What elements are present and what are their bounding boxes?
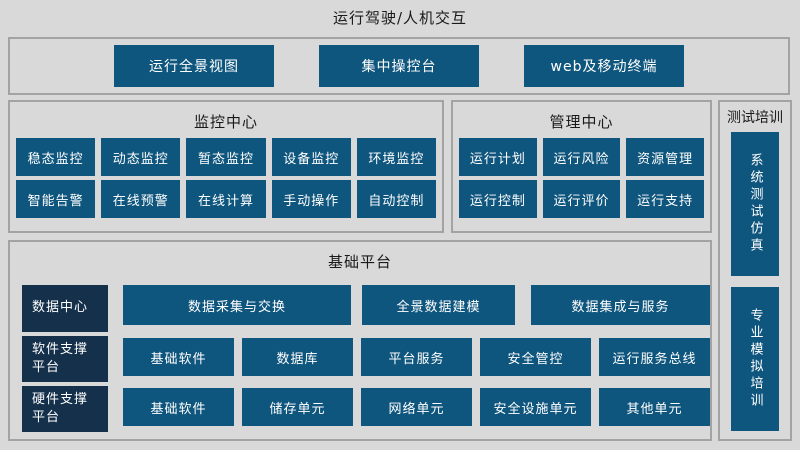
monitoring-center-title: 监控中心: [193, 113, 258, 131]
block-online-calculation: 在线计算: [186, 180, 266, 218]
block-steady-state-monitoring: 稳态监控: [16, 138, 96, 176]
block-central-console: 集中操控台: [319, 45, 479, 87]
block-other-unit: 其他单元: [599, 388, 710, 426]
block-resource-management: 资源管理: [626, 138, 704, 176]
testing-training-panel: 测试培训 系统测试仿真 专业模拟培训: [718, 100, 792, 441]
block-environment-monitoring: 环境监控: [356, 138, 436, 176]
block-platform-services: 平台服务: [361, 338, 472, 376]
monitoring-grid: 稳态监控 动态监控 暂态监控 设备监控 环境监控 智能告警 在线预警 在线计算 …: [10, 138, 442, 218]
block-operation-support: 运行支持: [626, 180, 704, 218]
block-storage-unit: 储存单元: [242, 388, 353, 426]
block-panorama-data-modeling: 全景数据建模: [362, 285, 515, 325]
block-data-acquisition-exchange: 数据采集与交换: [123, 285, 351, 325]
row-label-hardware-support-platform: 硬件支撑 平台: [22, 386, 108, 432]
block-basic-software-hw: 基础软件: [123, 388, 234, 426]
block-automatic-control: 自动控制: [356, 180, 436, 218]
page-title: 运行驾驶/人机交互: [332, 9, 468, 27]
management-center-title: 管理中心: [549, 113, 614, 131]
block-online-warning: 在线预警: [101, 180, 181, 218]
row-label-software-support-platform: 软件支撑 平台: [22, 336, 108, 382]
testing-training-title: 测试培训: [727, 110, 783, 126]
block-manual-operation: 手动操作: [271, 180, 351, 218]
block-transient-monitoring: 暂态监控: [186, 138, 266, 176]
block-panorama-view: 运行全景视图: [114, 45, 274, 87]
block-equipment-monitoring: 设备监控: [271, 138, 351, 176]
row-label-data-center: 数据中心: [22, 285, 108, 332]
block-network-unit: 网络单元: [361, 388, 472, 426]
block-operation-control: 运行控制: [459, 180, 537, 218]
hmi-panel: 运行全景视图 集中操控台 web及移动终端: [8, 37, 790, 95]
block-operation-service-bus: 运行服务总线: [599, 338, 710, 376]
block-data-integration-services: 数据集成与服务: [531, 285, 710, 325]
management-grid: 运行计划 运行风险 资源管理 运行控制 运行评价 运行支持: [453, 138, 710, 218]
block-operation-risk: 运行风险: [542, 138, 621, 176]
block-web-mobile-terminal: web及移动终端: [524, 45, 684, 87]
basic-platform-panel: 基础平台 数据中心 软件支撑 平台 硬件支撑 平台 数据采集与交换 全景数据建模…: [8, 240, 712, 441]
vertical-gap: [720, 276, 790, 287]
block-system-test-simulation: 系统测试仿真: [731, 132, 779, 276]
block-basic-software-sw: 基础软件: [123, 338, 234, 376]
basic-platform-title: 基础平台: [327, 253, 392, 271]
management-center-panel: 管理中心 运行计划 运行风险 资源管理 运行控制 运行评价 运行支持: [451, 100, 712, 233]
block-intelligent-alarm: 智能告警: [16, 180, 96, 218]
block-operation-evaluation: 运行评价: [542, 180, 621, 218]
block-security-control: 安全管控: [480, 338, 591, 376]
block-professional-simulation-training: 专业模拟培训: [731, 287, 779, 431]
monitoring-center-panel: 监控中心 稳态监控 动态监控 暂态监控 设备监控 环境监控 智能告警 在线预警 …: [8, 100, 444, 233]
block-dynamic-monitoring: 动态监控: [101, 138, 181, 176]
block-database: 数据库: [242, 338, 353, 376]
block-operation-plan: 运行计划: [459, 138, 537, 176]
block-security-facility-unit: 安全设施单元: [480, 388, 591, 426]
